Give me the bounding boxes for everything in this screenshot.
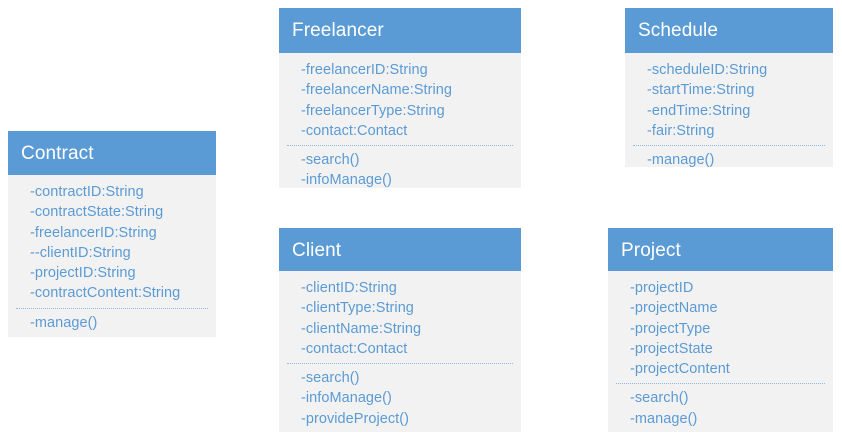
attributes-section-schedule: -scheduleID:String -startTime:String -en… (625, 60, 833, 141)
attribute-row: -freelancerID:String (301, 62, 428, 78)
class-body-freelancer: -freelancerID:String -freelancerName:Str… (279, 53, 521, 197)
methods-section-freelancer: -search() -infoManage() (279, 150, 521, 191)
method-row: -search() (630, 390, 689, 407)
attribute-row: -clientID:String (301, 280, 397, 296)
method-row: -manage() (30, 314, 98, 331)
attributes-section-client: -clientID:String -clientType:String -cli… (279, 278, 521, 359)
class-title-contract: Contract (8, 131, 216, 175)
attribute-row: -projectName (630, 300, 718, 317)
section-divider (287, 363, 513, 365)
uml-class-client[interactable]: Client -clientID:String -clientType:Stri… (279, 228, 521, 432)
attribute-row: -startTime:String (647, 82, 755, 99)
attribute-row: -projectContent (630, 361, 730, 378)
class-title-schedule: Schedule (625, 8, 833, 53)
attribute-row: -clientName:String (301, 320, 422, 337)
attribute-row: -fair:String (647, 122, 715, 139)
attribute-row: -projectID:String (30, 265, 136, 282)
class-title-client: Client (279, 228, 521, 271)
attribute-row: -contact:Contact (301, 340, 408, 357)
attribute-row: -contractContent:String (30, 285, 181, 302)
method-row: -manage() (630, 410, 698, 427)
section-divider (616, 383, 825, 385)
attributes-section-contract: -contractID:String -contractState:String… (8, 182, 216, 304)
attribute-row: -freelancerType:String (301, 102, 445, 119)
uml-class-freelancer[interactable]: Freelancer -freelancerID:String -freelan… (279, 8, 521, 188)
attribute-row: -endTime:String (647, 102, 751, 119)
methods-section-project: -search() -manage() (608, 388, 833, 429)
method-row: -infoManage() (301, 390, 392, 407)
method-row: -manage() (647, 152, 715, 169)
section-divider (287, 145, 513, 147)
section-divider (16, 307, 208, 309)
attribute-row: -projectID (630, 280, 694, 296)
attributes-section-freelancer: -freelancerID:String -freelancerName:Str… (279, 60, 521, 141)
class-title-freelancer: Freelancer (279, 8, 521, 53)
method-row: -search() (301, 152, 360, 169)
methods-section-schedule: -manage() (625, 150, 833, 170)
attribute-row: -contractState:String (30, 204, 164, 221)
attribute-row: -projectState (630, 340, 713, 357)
attribute-row: -contact:Contact (301, 122, 408, 139)
attribute-row: --clientID:String (30, 244, 131, 261)
class-title-project: Project (608, 228, 833, 271)
methods-section-client: -search() -infoManage() -provideProject(… (279, 368, 521, 429)
uml-class-project[interactable]: Project -projectID -projectName -project… (608, 228, 833, 432)
attribute-row: -freelancerID:String (30, 224, 157, 241)
section-divider (633, 145, 825, 147)
method-row: -provideProject() (301, 410, 410, 427)
methods-section-contract: -manage() (8, 313, 216, 333)
class-body-client: -clientID:String -clientType:String -cli… (279, 271, 521, 435)
attribute-row: -clientType:String (301, 300, 414, 317)
attribute-row: -contractID:String (30, 184, 144, 200)
uml-class-schedule[interactable]: Schedule -scheduleID:String -startTime:S… (625, 8, 833, 168)
class-body-project: -projectID -projectName -projectType -pr… (608, 271, 833, 435)
class-body-contract: -contractID:String -contractState:String… (8, 175, 216, 339)
method-row: -infoManage() (301, 172, 392, 189)
attribute-row: -scheduleID:String (647, 62, 768, 78)
class-body-schedule: -scheduleID:String -startTime:String -en… (625, 53, 833, 176)
attribute-row: -projectType (630, 320, 711, 337)
method-row: -search() (301, 370, 360, 387)
uml-class-contract[interactable]: Contract -contractID:String -contractSta… (8, 131, 216, 337)
attribute-row: -freelancerName:String (301, 82, 452, 99)
attributes-section-project: -projectID -projectName -projectType -pr… (608, 278, 833, 379)
